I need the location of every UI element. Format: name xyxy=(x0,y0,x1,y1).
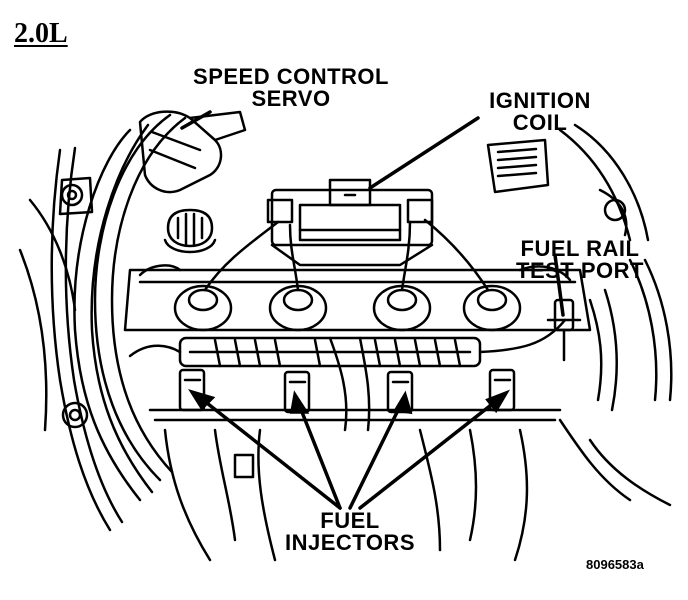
left-hoses xyxy=(18,113,187,532)
ignition-coil-label: IGNITION COIL xyxy=(470,90,610,134)
test-port-part xyxy=(546,288,618,412)
injectors-part xyxy=(178,368,516,414)
ignition-coil-line-2: COIL xyxy=(512,110,568,135)
oil-cap xyxy=(163,208,217,254)
caution-label-plate xyxy=(486,138,550,194)
ignition-coil-part xyxy=(266,178,434,267)
speed-control-servo-label: SPEED CONTROL SERVO xyxy=(186,66,396,110)
leader-lines xyxy=(180,110,565,510)
fuel-injectors-label: FUEL INJECTORS xyxy=(270,510,430,554)
speed-control-servo-part xyxy=(138,110,247,194)
ignition-coil-line-1: IGNITION xyxy=(489,88,591,113)
cylinder-head xyxy=(123,268,592,332)
fuel-rail-line-2: TEST PORT xyxy=(516,258,644,283)
speed-control-line-1: SPEED CONTROL xyxy=(193,64,389,89)
fuel-rail-line-1: FUEL RAIL xyxy=(520,236,640,261)
figure-id: 8096583a xyxy=(586,557,644,572)
fuel-rail-test-port-label: FUEL RAIL TEST PORT xyxy=(500,238,660,282)
right-hoses xyxy=(558,123,673,402)
engine-size-title: 2.0L xyxy=(14,18,68,49)
fuel-rail-part xyxy=(128,318,567,432)
speed-control-line-2: SERVO xyxy=(251,86,331,111)
fuel-injectors-line-1: FUEL xyxy=(320,508,380,533)
fuel-injectors-line-2: INJECTORS xyxy=(284,530,415,555)
